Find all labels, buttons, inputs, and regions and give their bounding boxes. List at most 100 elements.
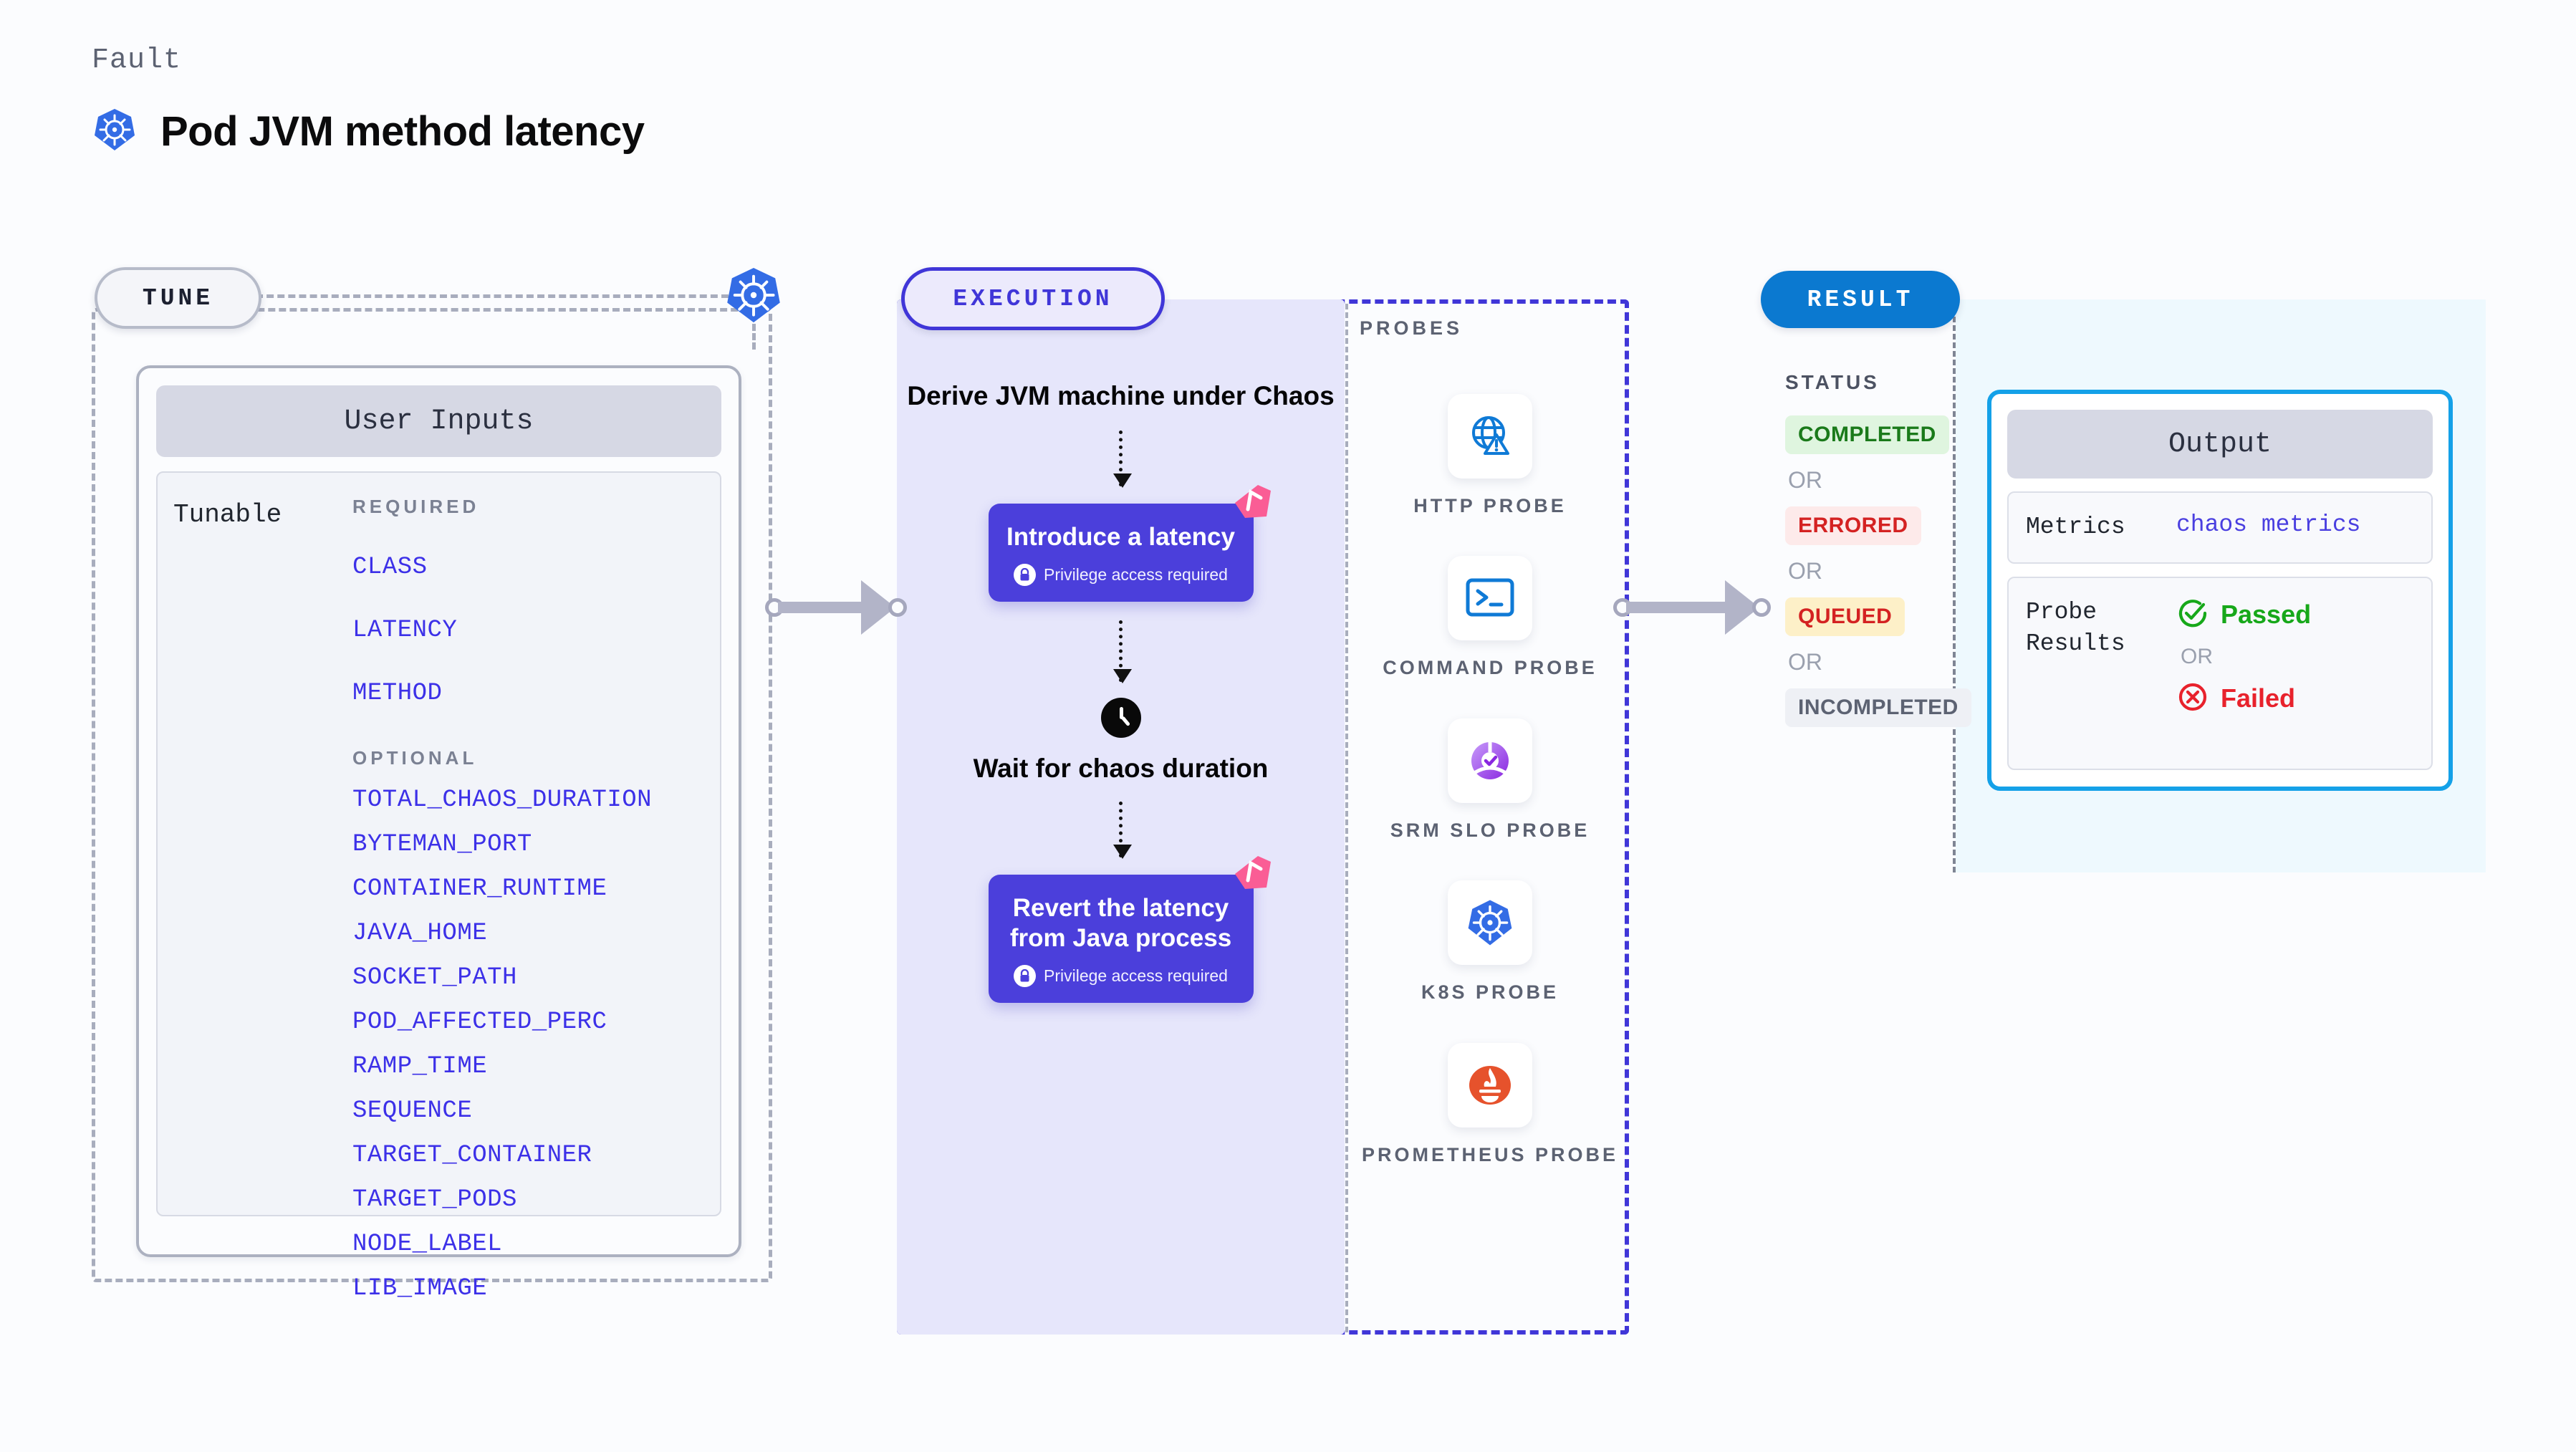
execution-step-stack: Derive JVM machine under Chaos Introduce… [897, 380, 1345, 1004]
tune-connector-line [256, 294, 729, 298]
tune-node-stem [752, 324, 756, 350]
status-badge-incompleted: INCOMPLETED [1785, 688, 1971, 727]
probe-failed-label: Failed [2221, 683, 2296, 713]
user-inputs-title: User Inputs [156, 385, 721, 457]
output-metrics-row: Metrics chaos metrics [2007, 491, 2433, 564]
status-or-3: OR [1788, 649, 1822, 675]
slo-donut-icon [1448, 718, 1532, 803]
tune-section-pill[interactable]: TUNE [95, 267, 261, 329]
probe-passed-label: Passed [2221, 600, 2312, 630]
execution-card-title: Introduce a latency [1006, 523, 1235, 552]
kubernetes-node-icon [724, 265, 784, 325]
execution-card-introduce-latency[interactable]: Introduce a latency Privilege access req… [988, 485, 1271, 602]
probe-result-passed: Passed [2176, 597, 2311, 633]
tunable-fields: REQUIRED CLASS LATENCY METHOD OPTIONAL T… [352, 496, 720, 1302]
globe-warning-icon [1448, 394, 1532, 479]
prometheus-icon [1447, 1042, 1532, 1128]
status-badge-queued: QUEUED [1785, 597, 1905, 636]
field-total-chaos-duration[interactable]: TOTAL_CHAOS_DURATION [352, 787, 653, 814]
flow-arrow-2 [1113, 620, 1132, 684]
probe-label: PROMETHEUS PROBE [1361, 1143, 1619, 1165]
output-metrics-key: Metrics [2026, 514, 2125, 540]
connector-execution-to-result [1613, 579, 1778, 636]
execution-step-derive: Derive JVM machine under Chaos [907, 381, 1335, 410]
clock-icon [1100, 698, 1141, 739]
probe-label: K8S PROBE [1421, 981, 1559, 1004]
result-section-pill[interactable]: RESULT [1761, 271, 1960, 328]
flow-arrow-3 [1113, 802, 1132, 860]
title-row: Pod JVM method latency [92, 107, 645, 156]
privilege-note: Privilege access required [1001, 965, 1241, 988]
output-title: Output [2007, 410, 2433, 479]
execution-section-pill[interactable]: EXECUTION [901, 267, 1165, 330]
execution-step-wait: Wait for chaos duration [973, 754, 1269, 784]
field-pod-affected-perc[interactable]: POD_AFFECTED_PERC [352, 1009, 607, 1036]
status-list: COMPLETED OR ERRORED OR QUEUED OR INCOMP… [1785, 415, 1971, 727]
status-or-2: OR [1788, 558, 1822, 584]
user-inputs-card: User Inputs Tunable REQUIRED CLASS LATEN… [136, 365, 741, 1302]
probes-list: HTTP PROBE COMMAND PROBE [1361, 394, 1619, 1205]
terminal-icon [1448, 556, 1532, 641]
connector-dot-right [1752, 598, 1771, 617]
probe-item-command[interactable]: COMMAND PROBE [1383, 556, 1597, 681]
eyebrow-label: Fault [92, 44, 182, 77]
field-node-label[interactable]: NODE_LABEL [352, 1231, 503, 1258]
check-circle-icon [2176, 597, 2209, 633]
field-ramp-time[interactable]: RAMP_TIME [352, 1053, 488, 1080]
kubernetes-icon [1447, 880, 1532, 966]
probe-or: OR [2181, 644, 2213, 668]
field-latency[interactable]: LATENCY [352, 617, 458, 644]
field-lib-image[interactable]: LIB_IMAGE [352, 1275, 488, 1302]
status-heading: STATUS [1785, 371, 1880, 393]
field-container-runtime[interactable]: CONTAINER_RUNTIME [352, 875, 607, 903]
result-status-pane [1756, 299, 1956, 872]
connector-bar [1626, 602, 1734, 613]
probe-item-k8s[interactable]: K8S PROBE [1421, 880, 1559, 1005]
kubernetes-icon [92, 107, 138, 156]
field-target-pods[interactable]: TARGET_PODS [352, 1186, 517, 1213]
field-target-container[interactable]: TARGET_CONTAINER [352, 1142, 592, 1169]
execution-card-revert-latency[interactable]: Revert the latency from Java process Pri… [988, 856, 1271, 1004]
status-or-1: OR [1788, 467, 1822, 493]
field-class[interactable]: CLASS [352, 554, 428, 581]
output-metrics-value[interactable]: chaos metrics [2176, 511, 2361, 538]
probe-label: HTTP PROBE [1413, 495, 1567, 516]
connector-bar [778, 602, 870, 613]
lock-icon [1014, 564, 1037, 587]
field-sequence[interactable]: SEQUENCE [352, 1097, 473, 1125]
page-header: Fault Pod JVM method latency [92, 44, 645, 156]
x-circle-icon [2176, 681, 2209, 717]
privilege-note: Privilege access required [1001, 564, 1241, 587]
tunable-label: Tunable [173, 500, 282, 529]
field-socket-path[interactable]: SOCKET_PATH [352, 964, 517, 991]
connector-tune-to-execution [765, 579, 908, 636]
lock-icon [1014, 965, 1037, 988]
chaos-badge-icon [1229, 853, 1274, 895]
probe-label: COMMAND PROBE [1383, 657, 1597, 679]
status-badge-errored: ERRORED [1785, 506, 1921, 545]
connector-dot-right [888, 598, 907, 617]
field-byteman-port[interactable]: BYTEMAN_PORT [352, 831, 532, 858]
page-title: Pod JVM method latency [160, 108, 645, 155]
probe-item-prometheus[interactable]: PROMETHEUS PROBE [1361, 1042, 1619, 1168]
probe-item-http[interactable]: HTTP PROBE [1413, 394, 1567, 519]
privilege-note-text: Privilege access required [1044, 966, 1228, 986]
chaos-badge-icon [1229, 482, 1274, 524]
tunable-panel: Tunable REQUIRED CLASS LATENCY METHOD OP… [156, 471, 721, 1302]
field-method[interactable]: METHOD [352, 680, 443, 707]
required-heading: REQUIRED [352, 496, 480, 517]
optional-heading: OPTIONAL [352, 747, 478, 769]
probes-heading: PROBES [1360, 317, 1464, 339]
privilege-note-text: Privilege access required [1044, 565, 1228, 585]
probes-divider [1345, 304, 1348, 1332]
probe-result-failed: Failed [2176, 681, 2311, 717]
field-java-home[interactable]: JAVA_HOME [352, 920, 488, 947]
probe-label: SRM SLO PROBE [1390, 819, 1590, 841]
output-probe-values: Passed OR Failed [2176, 597, 2311, 717]
execution-card-title: Revert the latency from Java process [1009, 894, 1232, 953]
probe-item-srm-slo[interactable]: SRM SLO PROBE [1390, 718, 1590, 843]
flow-arrow-1 [1113, 431, 1132, 489]
